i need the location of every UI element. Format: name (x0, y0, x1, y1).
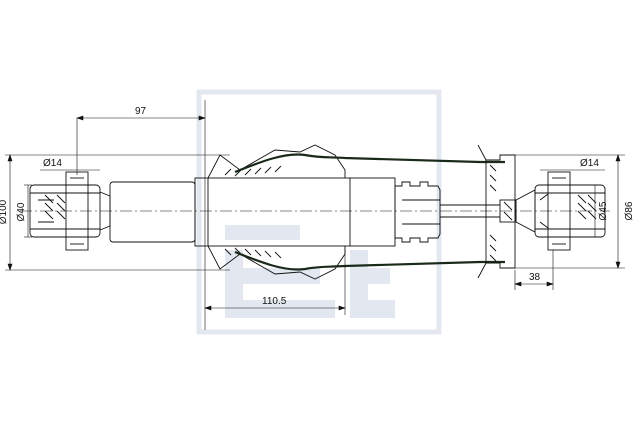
dim-97: 97 (135, 106, 147, 117)
piston-rod (440, 204, 500, 218)
watermark-logo (196, 89, 442, 335)
right-mounting-eye (515, 171, 606, 251)
dimension-lines (5, 100, 625, 330)
bellows-outline (234, 153, 505, 271)
dim-right-eye: Ø45 (598, 201, 609, 220)
dim-right-outer: Ø86 (624, 201, 635, 220)
dim-left-eye: Ø40 (16, 202, 27, 221)
dim-110-5: 110.5 (262, 296, 287, 307)
bump-stop (394, 181, 441, 243)
upper-spring-seat (207, 144, 346, 280)
top-cap (477, 144, 517, 279)
dim-right-bore: Ø14 (580, 158, 599, 169)
dim-38: 38 (529, 272, 541, 283)
dim-left-outer: Ø100 (0, 199, 9, 224)
dim-left-bore: Ø14 (43, 158, 62, 169)
